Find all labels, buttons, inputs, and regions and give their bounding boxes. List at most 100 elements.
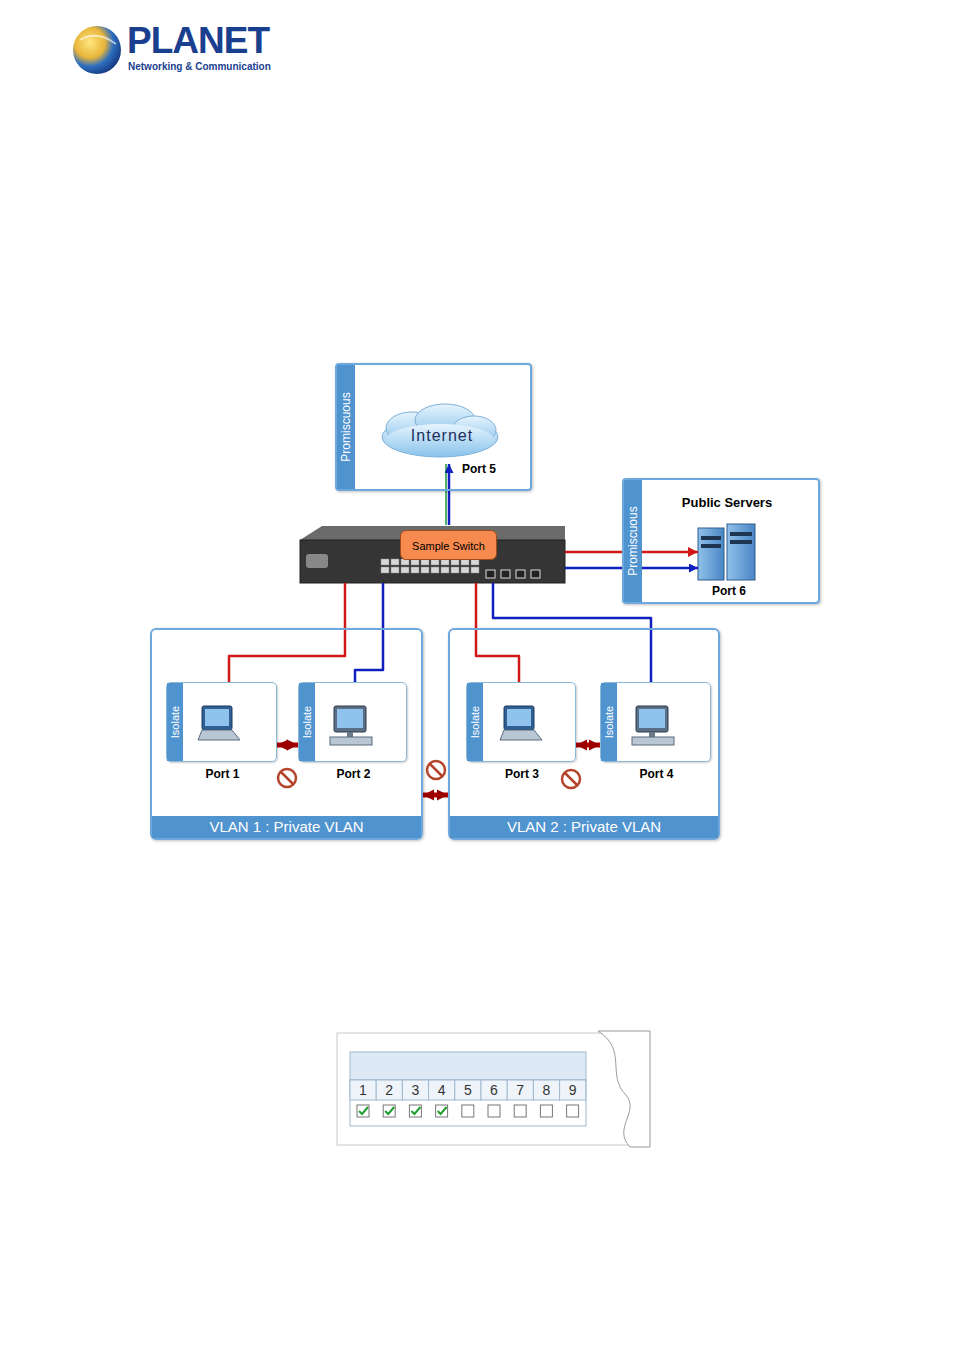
sfp-port — [501, 570, 510, 578]
number-cell — [481, 1080, 507, 1100]
checkbox — [357, 1105, 369, 1117]
prohibited-sign — [562, 770, 580, 788]
prohibited-sign — [278, 769, 296, 787]
column-number: 8 — [533, 1081, 559, 1099]
band-text: VLAN 2 : Private VLAN — [450, 816, 718, 838]
console-port — [306, 554, 328, 568]
node-label: Port 2 — [299, 767, 408, 781]
monitor-display — [639, 709, 665, 728]
monitor-stand — [649, 732, 655, 737]
server-node: Port 6 — [698, 522, 760, 582]
band-text: Isolate — [169, 706, 181, 738]
band-text: Isolate — [603, 706, 615, 738]
node-label: Port 3 — [467, 767, 577, 781]
number-cell — [429, 1080, 455, 1100]
band-text: Promiscuous — [339, 392, 353, 461]
side-band: Promiscuous — [624, 480, 642, 602]
column-number: 7 — [507, 1081, 533, 1099]
side-band: Promiscuous — [337, 365, 355, 489]
connector — [576, 743, 600, 748]
number-cell — [560, 1080, 586, 1100]
checkmark — [385, 1107, 394, 1114]
column-number: 3 — [402, 1081, 428, 1099]
connector — [423, 793, 448, 798]
checkbox — [567, 1105, 579, 1117]
laptop-base — [500, 730, 542, 740]
number-cell — [507, 1080, 533, 1100]
bottom-band: VLAN 2 : Private VLAN — [450, 816, 718, 838]
checkbox — [488, 1105, 500, 1117]
band-text: Isolate — [469, 706, 481, 738]
connector — [476, 583, 519, 682]
planet-logo — [73, 26, 121, 74]
promiscuous-zone: PromiscuousInternetPort 5 — [335, 363, 532, 491]
torn-edge — [598, 1031, 650, 1147]
side-band: Isolate — [299, 683, 315, 761]
checkmark — [438, 1107, 447, 1114]
monitor — [636, 706, 668, 732]
column-number: 4 — [429, 1081, 455, 1099]
number-cell — [350, 1080, 376, 1100]
logo-text: PLANET — [127, 20, 269, 62]
checkmark — [411, 1107, 420, 1114]
node-label: Port 1 — [167, 767, 278, 781]
port-box: IsolatePort 3 — [466, 682, 576, 762]
laptop-base — [198, 730, 240, 740]
switch-body — [300, 526, 565, 583]
bottom-band: VLAN 1 : Private VLAN — [152, 816, 421, 838]
desktop-base — [330, 737, 372, 745]
sfp-port — [486, 570, 495, 578]
sfp-port — [531, 570, 540, 578]
checkbox — [462, 1105, 474, 1117]
node-text: Port 6 — [688, 584, 770, 598]
laptop-screen — [202, 706, 232, 730]
node-label: Port 5 — [462, 462, 496, 476]
column-number: 6 — [481, 1081, 507, 1099]
desktop-icon — [632, 706, 674, 745]
side-band: Isolate — [167, 683, 183, 761]
logo-text: Networking & Communication — [128, 61, 271, 72]
green-line — [445, 464, 447, 525]
table-frame — [337, 1033, 637, 1145]
node-text: Internet — [384, 427, 500, 445]
port-table — [337, 1031, 650, 1147]
checkmark — [359, 1107, 368, 1114]
laptop-icon — [198, 706, 240, 740]
drive-slot — [701, 544, 721, 548]
connector — [277, 743, 298, 748]
table-header — [350, 1052, 586, 1080]
node-label: Public Servers — [664, 495, 790, 510]
promiscuous-zone: Promiscuous Public ServersPort 6 — [622, 478, 820, 604]
side-band: Isolate — [467, 683, 483, 761]
port-box: IsolatePort 1 — [166, 682, 277, 762]
prohibited-bar — [430, 764, 442, 776]
drive-slot — [730, 532, 752, 536]
column-number: 1 — [350, 1081, 376, 1099]
desktop-base — [632, 737, 674, 745]
column-number: 5 — [455, 1081, 481, 1099]
column-number: 2 — [376, 1081, 402, 1099]
prohibited-signs — [278, 761, 580, 788]
prohibited-bar — [565, 773, 577, 785]
drive-slot — [701, 536, 721, 540]
prohibited-bar — [281, 772, 293, 784]
laptop-display — [205, 709, 229, 726]
connector — [448, 464, 451, 525]
laptop-screen — [504, 706, 534, 730]
switch-node: Sample Switch — [300, 525, 565, 583]
node-label: Port 4 — [601, 767, 712, 781]
band-text: Promiscuous — [626, 506, 640, 575]
checkbox — [409, 1105, 421, 1117]
internet-cloud-node: InternetPort 5 — [384, 410, 500, 464]
number-cell — [533, 1080, 559, 1100]
checkbox — [540, 1105, 552, 1117]
checkbox — [383, 1105, 395, 1117]
connector — [229, 583, 345, 682]
desktop-icon — [330, 706, 372, 745]
band-text: Isolate — [301, 706, 313, 738]
drive-slot — [730, 540, 752, 544]
